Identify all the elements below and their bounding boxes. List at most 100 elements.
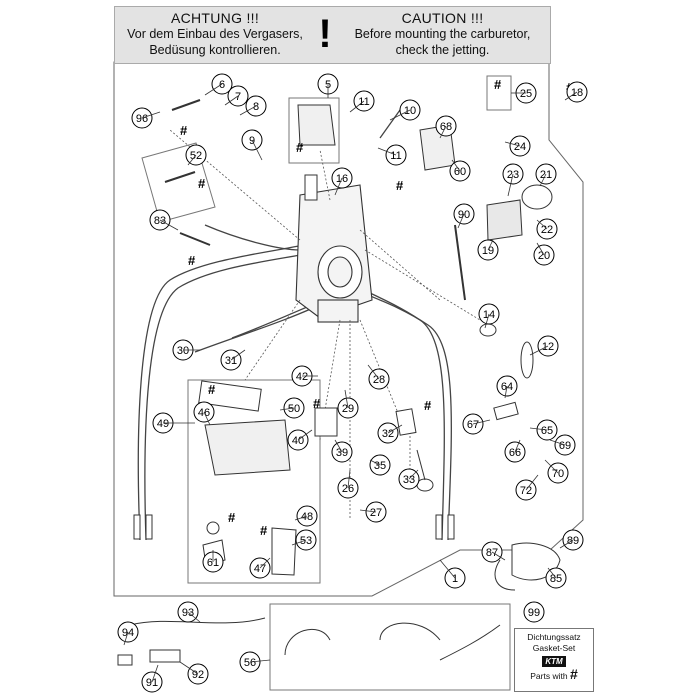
callout-label: 35 xyxy=(374,460,386,472)
leader-line-56 xyxy=(249,659,271,663)
leader-line-96 xyxy=(141,111,161,119)
leader-line-20 xyxy=(536,242,545,256)
callout-label: 93 xyxy=(182,607,194,619)
leader-line-66 xyxy=(514,439,521,453)
leader-line-31 xyxy=(230,349,246,361)
leader-line-67 xyxy=(472,419,491,425)
leader-line-90 xyxy=(457,213,465,229)
callout-label: 89 xyxy=(567,535,579,547)
callout-label: 25 xyxy=(520,88,532,100)
leader-line-40 xyxy=(297,429,313,441)
callout-label: 91 xyxy=(146,677,158,689)
part-callouts: 1567891011111214161819202122232425262728… xyxy=(117,73,588,693)
leader-line-70 xyxy=(544,459,559,474)
callout-label: 27 xyxy=(370,507,382,519)
leader-line-60 xyxy=(451,159,461,172)
callout-label: 26 xyxy=(342,483,354,495)
leader-line-1 xyxy=(439,559,456,579)
leader-line-92 xyxy=(179,661,199,675)
callout-label: 21 xyxy=(540,169,552,181)
leader-line-72 xyxy=(525,474,539,491)
cable-set-box xyxy=(269,603,511,691)
callout-p99: 99 xyxy=(523,601,545,623)
leader-line-11 xyxy=(377,147,397,156)
leader-line-89 xyxy=(559,539,574,549)
leader-line-27 xyxy=(359,509,377,513)
callout-label: 72 xyxy=(520,485,532,497)
leader-line-48 xyxy=(294,515,308,521)
gasket-set-line1: Dichtungssatz xyxy=(527,632,581,642)
gasket-set-legend: Dichtungssatz Gasket-Set KTM Parts with … xyxy=(514,628,594,692)
leader-line-7 xyxy=(224,95,239,106)
hash-mark: # xyxy=(494,77,502,92)
hash-mark: # xyxy=(313,396,321,411)
german-warning-title: ACHTUNG !!! xyxy=(170,10,260,26)
leader-line-10 xyxy=(389,109,411,121)
hash-symbol: # xyxy=(569,666,578,682)
hash-mark: # xyxy=(296,140,304,155)
leader-line-93 xyxy=(187,611,201,623)
leader-line-64 xyxy=(504,385,508,399)
leader-lines xyxy=(123,83,578,683)
leader-line-47 xyxy=(259,557,271,569)
callout-label: 28 xyxy=(373,374,385,386)
callout-label: 50 xyxy=(288,403,300,415)
leader-line-14 xyxy=(484,313,490,329)
callout-label: 10 xyxy=(404,105,416,117)
english-warning-title: CAUTION !!! xyxy=(401,10,484,26)
hash-marks: ############ xyxy=(180,77,574,538)
hash-mark: # xyxy=(180,123,188,138)
leader-line-46 xyxy=(203,411,211,426)
leader-line-53 xyxy=(291,539,307,546)
hash-mark: # xyxy=(188,253,196,268)
exclamation-icon: ! xyxy=(318,12,332,56)
leader-line-87 xyxy=(491,551,506,561)
leader-line-19 xyxy=(487,239,494,251)
choke-box xyxy=(141,142,216,223)
callout-label: 29 xyxy=(342,403,354,415)
throttle-cables xyxy=(137,109,452,541)
callout-label: 65 xyxy=(541,425,553,437)
callout-label: 42 xyxy=(296,371,308,383)
leader-line-18 xyxy=(564,91,578,101)
gasket-set-line2: Gasket-Set xyxy=(532,643,576,653)
german-warning: ACHTUNG !!! Vor dem Einbau des Vergasers… xyxy=(115,10,315,58)
carburetor-body xyxy=(295,184,373,323)
leader-line-33 xyxy=(408,469,419,480)
callout-label: 33 xyxy=(403,474,415,486)
callout-label: 39 xyxy=(336,447,348,459)
callout-label: 53 xyxy=(300,535,312,547)
leader-line-9 xyxy=(251,139,263,161)
leader-line-28 xyxy=(367,364,380,380)
german-warning-line2: Bedüsung kontrollieren. xyxy=(149,43,281,57)
hash-mark: # xyxy=(260,523,268,538)
callout-label: 19 xyxy=(482,245,494,257)
callout-label: 60 xyxy=(454,166,466,178)
callout-label: 46 xyxy=(198,407,210,419)
gasket-set-footer: Parts with xyxy=(530,671,568,681)
callout-label: 48 xyxy=(301,511,313,523)
leader-line-26 xyxy=(347,469,351,489)
hash-mark: # xyxy=(198,176,206,191)
callout-p18: 18 xyxy=(566,81,588,103)
callout-label: 83 xyxy=(154,215,166,227)
english-warning-line1: Before mounting the carburetor, xyxy=(354,27,531,41)
callout-label: 68 xyxy=(440,121,452,133)
leader-line-29 xyxy=(344,389,349,409)
callout-label: 30 xyxy=(177,345,189,357)
hash-mark: # xyxy=(228,510,236,525)
leader-line-94 xyxy=(123,631,129,646)
callout-label: 47 xyxy=(254,563,266,575)
leader-line-50 xyxy=(279,407,295,411)
callout-label: 66 xyxy=(509,447,521,459)
leader-line-21 xyxy=(539,173,547,187)
callout-label: 1 xyxy=(452,573,458,585)
callout-label: 12 xyxy=(542,341,554,353)
callout-p96: 96 xyxy=(131,107,153,129)
callout-label: 56 xyxy=(244,657,256,669)
leader-line-69 xyxy=(549,439,566,446)
callout-label: 11 xyxy=(390,150,401,162)
leader-line-16 xyxy=(334,177,343,196)
callout-label: 22 xyxy=(541,224,553,236)
